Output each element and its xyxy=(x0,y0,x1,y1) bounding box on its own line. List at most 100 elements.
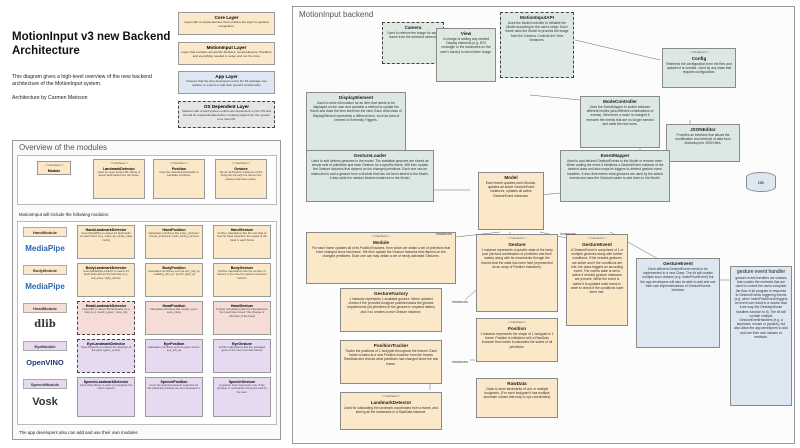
row-gesture-head: HeadGesture Further calculations like th… xyxy=(213,301,271,335)
box-desc: For each frame updates all of its Positi… xyxy=(311,246,451,259)
header-desc: Uses the detected landmarks to calculate… xyxy=(159,170,199,178)
overview-position-header: <<interface>> Position Uses the detected… xyxy=(153,159,205,199)
cell-desc: From the detected speech searches for th… xyxy=(147,383,201,391)
box-name: Module xyxy=(372,240,390,245)
model-box: Model Each frame updates each Module, up… xyxy=(478,172,544,230)
box-name: GestureEvent xyxy=(582,242,612,247)
position-box: <<interface>> Position 1 instance repres… xyxy=(476,318,558,362)
row-position-head: HeadPosition Calculates primitives like … xyxy=(145,301,203,335)
stereotype: <<interface>> xyxy=(381,394,401,398)
backend-title: MotionInput backend xyxy=(299,10,374,19)
displayelement-box: DisplayElement Used to store information… xyxy=(306,92,406,156)
cell-name: BodyLandmarkDetector xyxy=(85,265,127,270)
stereotype: <<interface>> xyxy=(169,161,189,165)
cell-name: BodyGesture xyxy=(230,265,254,270)
cell-desc: Further calculations like the total dist… xyxy=(216,307,268,318)
cell-name: HeadPosition xyxy=(162,303,186,308)
row-detector-eye: EyeLandmarkDetector Uses OpenVino to det… xyxy=(77,339,135,373)
row-module-body: BodyModule xyxy=(23,265,67,275)
stereotype: <<interface>> xyxy=(44,163,64,167)
page-author: Architecture by Carmen Meinson xyxy=(12,95,88,101)
box-desc: Used to store information for an item th… xyxy=(310,101,402,122)
cell-name: HeadLandmarkDetector xyxy=(85,303,127,308)
header-name: Module xyxy=(47,168,61,173)
row-module-head: HeadModule xyxy=(23,303,67,313)
box-name: RawData xyxy=(507,381,527,386)
box-desc: Uses the ModeController to initialize th… xyxy=(505,21,569,42)
view-box: View In charge of adding any needed Disp… xyxy=(436,28,496,82)
box-name: gesture event handler xyxy=(736,269,786,275)
cell-desc: Uses OpenVino to detect the direction of… xyxy=(80,345,132,353)
dlib-logo: dlib xyxy=(34,318,56,330)
box-desc: Provides an interface that allows the mo… xyxy=(675,133,731,146)
cell-desc: Uses Dlib to detect 68 landmarks on a fa… xyxy=(82,307,130,315)
box-desc: 1 instance represents a specific state o… xyxy=(481,248,553,269)
row-detector-hand: HandLandmarkDetector Uses MediaPipe to d… xyxy=(77,225,135,259)
cell-name: HandPosition xyxy=(162,227,186,232)
row-module-hand: HandModule xyxy=(23,227,67,237)
legend-title: OS Dependent Layer xyxy=(203,104,250,109)
page-title: MotionInput v3 new Backend Architecture xyxy=(12,31,171,57)
box-name: Config xyxy=(691,56,707,61)
row-module-speech: SpeechModule xyxy=(23,379,67,389)
box-desc: Used to add desired gestures to the mode… xyxy=(311,159,429,180)
edge-label-instances: instances xyxy=(452,360,469,364)
box-name: Gesture xyxy=(508,242,526,247)
row-position-eye: EyePosition Calculates primitives such a… xyxy=(145,339,203,373)
motioninputapi-box: MotionInputAPI Uses the ModeController t… xyxy=(500,12,574,78)
cell-name: HandGesture xyxy=(230,227,254,232)
stereotype: <<interface>> xyxy=(507,236,527,240)
legend-desc: Layer that contains all specific Modules… xyxy=(181,50,272,58)
overview-gesture-header: <<interface>> Gesture Stores all Positio… xyxy=(215,159,267,199)
cell-desc: Uses MediaPipe Holistic to detect 33 lan… xyxy=(83,269,129,280)
gestureevent-box: <<interface>> GestureEvent A GestureEven… xyxy=(566,234,628,326)
legend-app-layer: App Layer Classes that the App developer… xyxy=(178,71,275,94)
box-desc: gesture event handlers are classes that … xyxy=(734,276,788,339)
row-gesture-speech: SpeechGesture A gesture here represents … xyxy=(213,377,271,417)
box-name: JSONEditor xyxy=(690,127,716,132)
box-name: LandmarkDetector xyxy=(370,400,412,405)
row-position-hand: HandPosition Calculates primitives like … xyxy=(145,225,203,259)
box-name: GestureEvent xyxy=(663,261,693,266)
stereotype: <<interface>> xyxy=(109,161,129,165)
row-detector-head: HeadLandmarkDetector Uses Dlib to detect… xyxy=(77,301,135,335)
box-desc: Uses the EventMapper to switch between d… xyxy=(586,105,654,126)
box-desc: 1 instance represents 1 available gestur… xyxy=(347,297,435,314)
camera-box: Camera Used to retrieve the image for ea… xyxy=(382,22,444,64)
row-gesture-hand: HandGesture Further calculations like th… xyxy=(213,225,271,259)
box-name: EventMapper xyxy=(600,153,630,158)
box-desc: Retrieves the configuration from the fil… xyxy=(666,62,732,75)
box-desc: 1 instance represents the shape of 1 bod… xyxy=(480,332,554,349)
eventmapper-box: EventMapper Used to add desired GestureE… xyxy=(560,150,670,202)
overview-detector-header: <<interface>> LandmarkDetector Uses an o… xyxy=(93,159,145,199)
mediapipe-logo: MediaPipe xyxy=(25,281,65,291)
stereotype: <<interface>> xyxy=(231,161,251,165)
cell-desc: Calculates primitives like mouth_open / … xyxy=(149,307,199,315)
legend-desc: Layer with no dependencies that contains… xyxy=(184,20,269,28)
box-desc: Each frame updates each Module, updates … xyxy=(485,181,537,198)
box-name: GestureLoader xyxy=(353,153,387,158)
box-desc: Each different GestureEvent needs to be … xyxy=(640,267,716,293)
cell-name: EyeLandmarkDetector xyxy=(86,341,126,346)
stereotype: <<interface>> xyxy=(371,234,391,238)
box-name: GestureFactory xyxy=(374,291,408,296)
database-icon: DB xyxy=(746,172,776,192)
cell-name: SpeechPosition xyxy=(160,379,188,384)
box-desc: Used to add desired GestureEvents to the… xyxy=(566,159,664,180)
gestureevent-impl-box: GestureEvent Each different GestureEvent… xyxy=(636,258,720,348)
openvino-logo: OpenVINO xyxy=(26,357,64,367)
cell-name: SpeechLandmarkDetector xyxy=(83,379,129,384)
box-name: Model xyxy=(504,175,518,180)
page-description: This diagram gives a high-level overview… xyxy=(12,74,152,87)
header-name: Gesture xyxy=(234,166,248,171)
mediapipe-logo: MediaPipe xyxy=(25,243,65,253)
positiontracker-box: PositionTracker Tracks the positions of … xyxy=(340,340,442,384)
row-detector-body: BodyLandmarkDetector Uses MediaPipe Holi… xyxy=(77,263,135,297)
modecontroller-box: ModeController Uses the EventMapper to s… xyxy=(580,96,660,148)
box-name: Camera xyxy=(404,25,422,30)
cell-desc: Further calculations like the averaged g… xyxy=(218,345,266,353)
overview-module-header: <<interface>> Module xyxy=(37,161,71,175)
box-name: DisplayElement xyxy=(338,95,374,100)
row-position-body: BodyPosition Calculates primitives such … xyxy=(145,263,203,297)
row-position-speech: SpeechPosition From the detected speech … xyxy=(145,377,203,417)
